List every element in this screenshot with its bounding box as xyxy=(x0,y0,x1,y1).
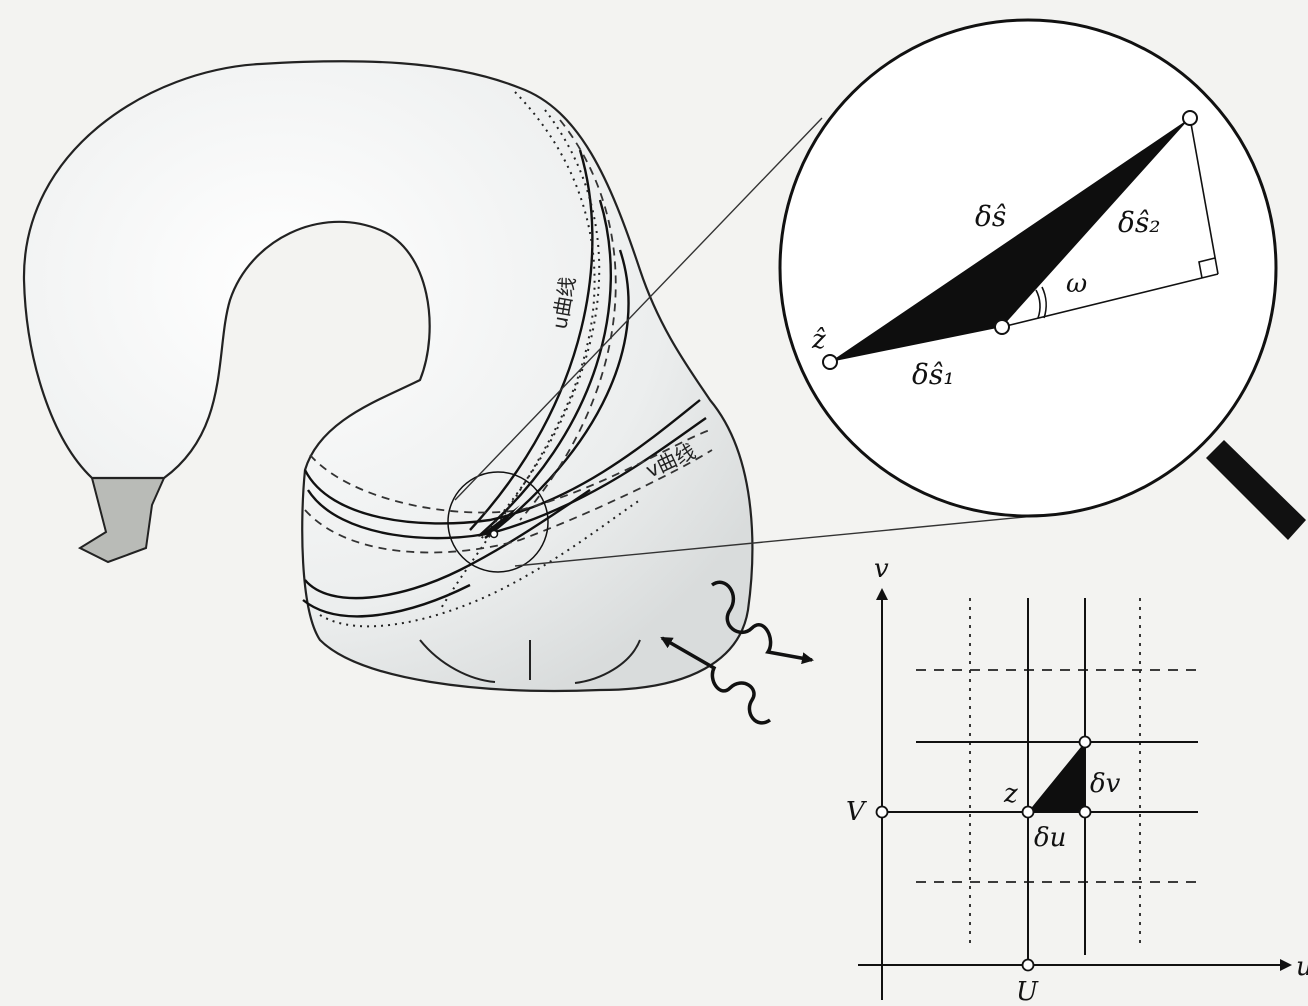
lens-connector-lower xyxy=(514,514,1046,567)
lens-connector-upper xyxy=(454,117,823,501)
label-delta-u: δu xyxy=(1034,823,1066,853)
label-omega: ω xyxy=(1066,269,1087,299)
point-U xyxy=(1021,958,1035,972)
point-V xyxy=(875,805,889,819)
v-curve-3 xyxy=(304,489,591,600)
point-z-hat xyxy=(822,354,838,370)
omega-arc-2 xyxy=(1041,286,1047,319)
label-delta-s-hat: δŝ xyxy=(975,200,1006,233)
gourd-body xyxy=(22,60,754,693)
gourd-surface: u曲线 v曲线 xyxy=(22,60,754,693)
wave-arrow-upper xyxy=(710,580,814,665)
u-curve-dashed-1 xyxy=(519,119,617,521)
v-curve-dotted-1 xyxy=(319,499,641,628)
u-curve-3 xyxy=(484,249,630,539)
label-delta-s2-hat: δŝ₂ xyxy=(1118,206,1160,239)
delta-s2-perpendicular xyxy=(1189,117,1219,275)
right-angle-mark xyxy=(1198,257,1216,279)
label-delta-s1-hat: δŝ₁ xyxy=(912,358,954,391)
omega-arc-1 xyxy=(1035,289,1041,319)
surface-point xyxy=(489,529,499,539)
uv-triangle xyxy=(1028,742,1085,812)
label-z-hat: ẑ xyxy=(811,325,826,355)
point-dv xyxy=(1078,735,1092,749)
u-curve-dotted-1 xyxy=(439,91,596,611)
u-curve-2 xyxy=(479,199,612,536)
point-top xyxy=(1182,110,1198,126)
magnifier-handle xyxy=(1206,440,1306,540)
blossom-mark-left xyxy=(419,639,496,683)
v-curve-4 xyxy=(302,583,471,618)
label-z: z xyxy=(1003,779,1018,809)
label-V: V xyxy=(846,797,867,827)
v-curve-1 xyxy=(303,399,701,525)
uv-plane: v u V U z δu δv xyxy=(846,554,1308,1006)
surface-lens-circle xyxy=(447,471,549,573)
v-curve-dashed-1 xyxy=(309,429,711,514)
magnifier: ẑ δŝ δŝ₂ ω δŝ₁ xyxy=(454,18,1306,567)
point-du xyxy=(1078,805,1092,819)
u-curve-dotted-2 xyxy=(479,109,601,541)
delta-s1-baseline xyxy=(1001,273,1219,328)
label-U: U xyxy=(1016,977,1039,1006)
label-delta-v: δv xyxy=(1090,769,1121,799)
u-curve-1 xyxy=(469,149,594,531)
label-axis-v: v xyxy=(874,554,889,584)
wave-arrows xyxy=(660,580,814,725)
point-z xyxy=(1021,805,1035,819)
v-curve-dashed-2 xyxy=(304,449,713,554)
blossom-mark-right xyxy=(574,639,641,684)
surface-triangle xyxy=(478,505,520,537)
label-axis-u: u xyxy=(1296,952,1308,982)
point-mid xyxy=(994,319,1010,335)
wave-arrow-lower xyxy=(660,636,772,725)
delta-triangle xyxy=(830,118,1190,362)
